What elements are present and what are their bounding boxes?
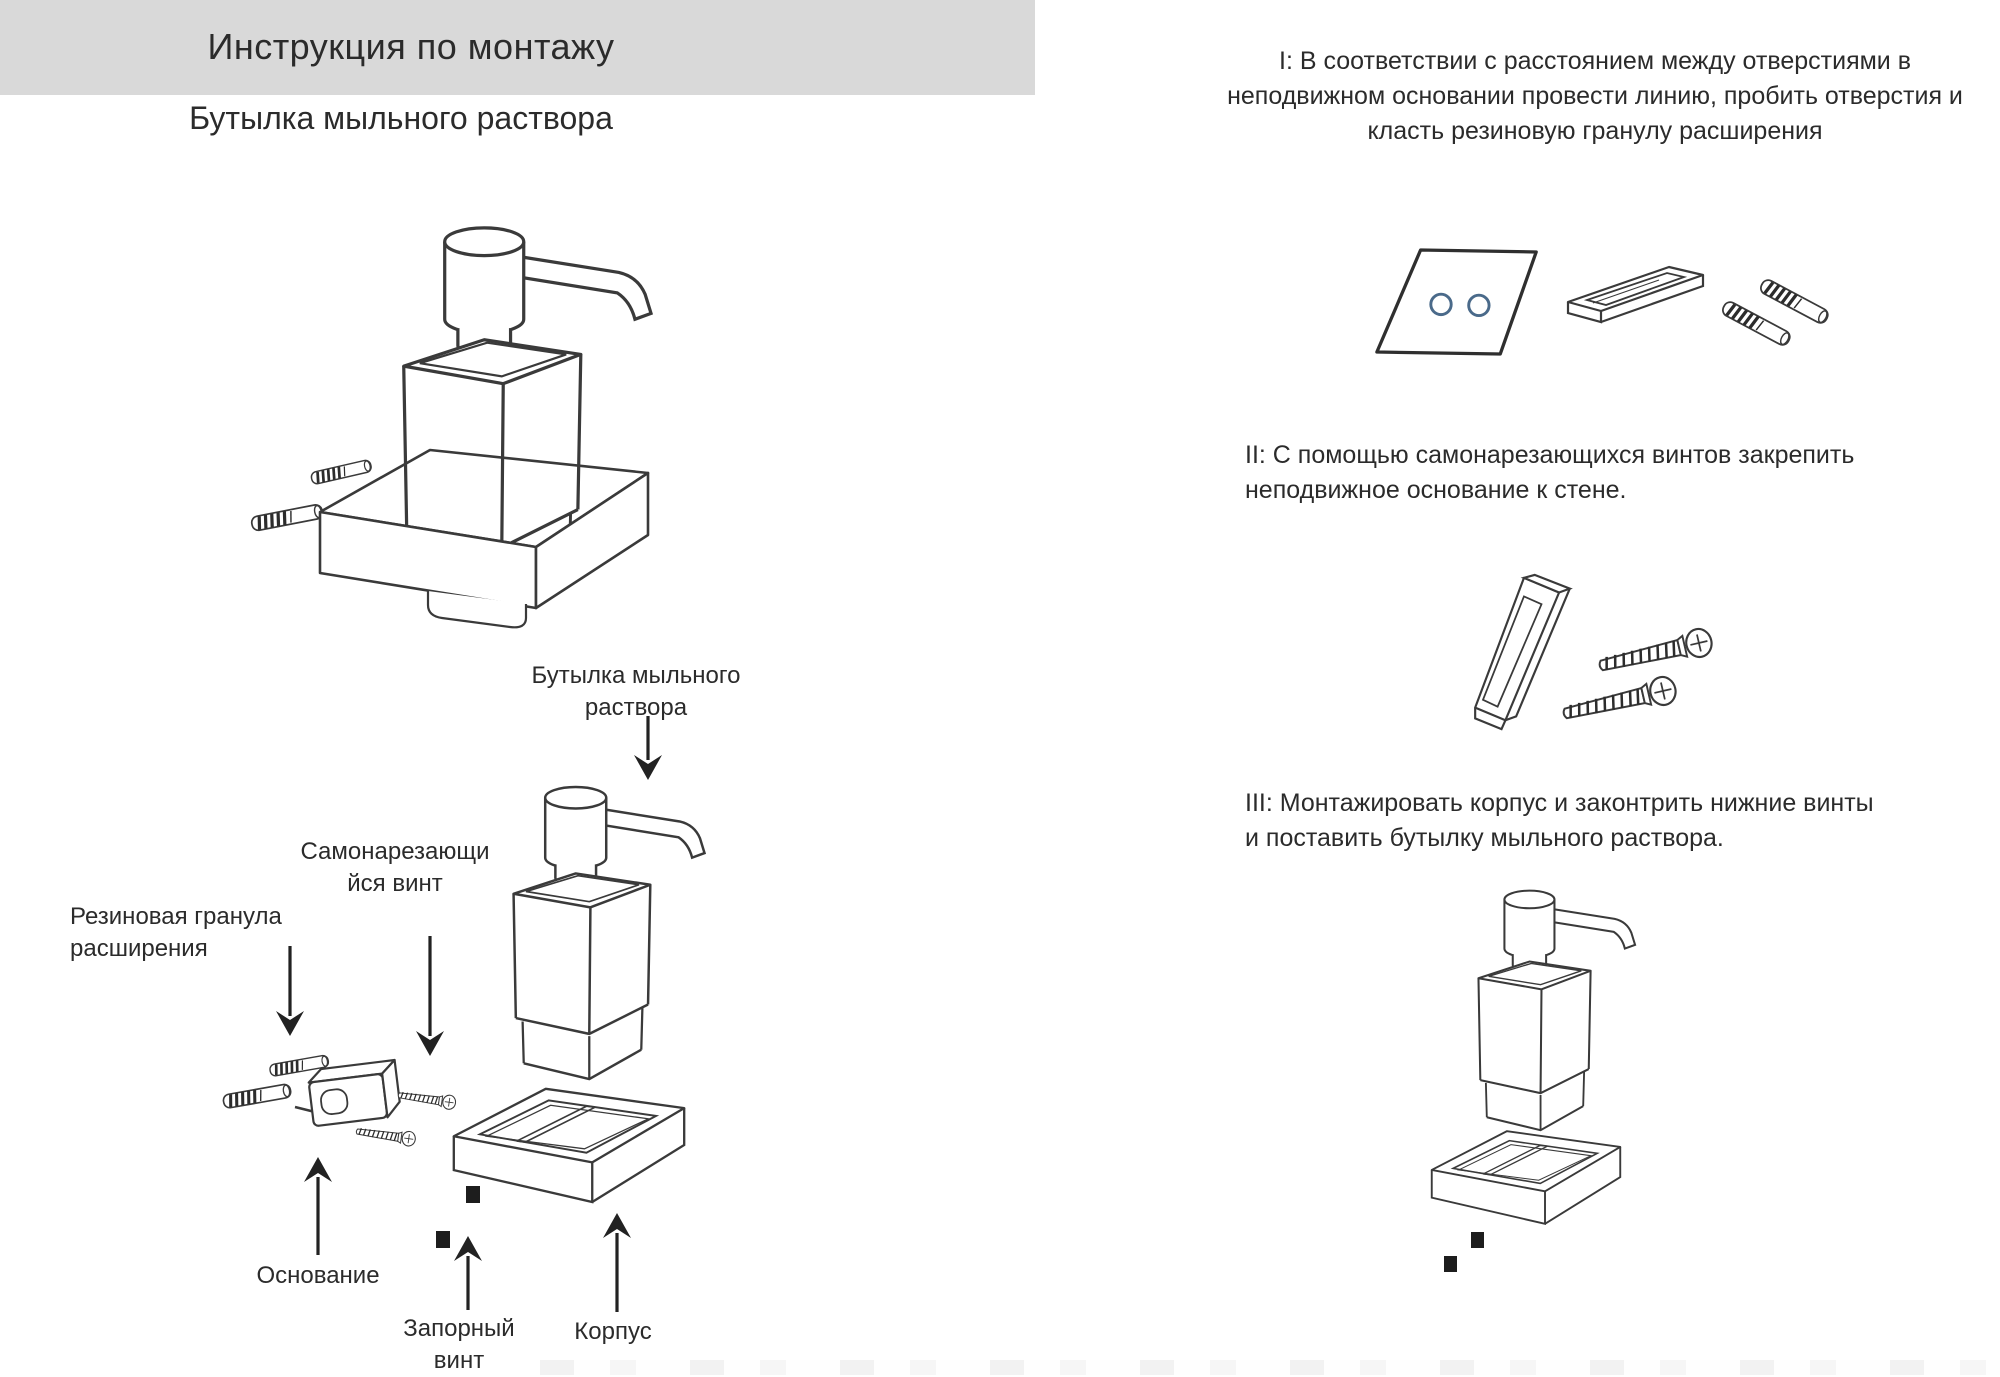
arrow-down-icon [276, 946, 304, 1036]
page-title: Инструкция по монтажу [207, 26, 615, 67]
holder-body-drawing [452, 1087, 686, 1204]
holder-body-drawing [1430, 1130, 1622, 1225]
upright-base-drawing [1474, 573, 1571, 731]
label-soap-bottle: Бутылка мыльного раствора [531, 662, 741, 721]
label-base: Основание [256, 1262, 380, 1289]
step3-text: III: Монтажировать корпус и законтрить н… [1245, 789, 1874, 852]
lock-screw-icon [1444, 1256, 1457, 1272]
lock-screw-icon [1471, 1232, 1484, 1248]
exploded-hardware-drawing [220, 1053, 686, 1248]
arrow-up-icon [304, 1157, 332, 1255]
wall-anchor-icon [1718, 298, 1794, 349]
assembled-dispenser-drawing [249, 226, 653, 629]
lock-screw-icon [436, 1231, 450, 1248]
label-rubber-plug: Резиновая гранула расширения [70, 903, 282, 962]
label-self-tapping-screw: Самонарезающи йся винт [300, 838, 490, 897]
step2-parts-drawing [1474, 573, 1716, 731]
step1-parts-drawing [1375, 248, 1832, 356]
screw-icon [354, 1123, 417, 1148]
arrow-down-icon [634, 716, 662, 780]
arrow-up-icon [603, 1213, 631, 1312]
label-lock-screw: Запорный винт [403, 1315, 515, 1374]
lock-screw-icon [466, 1186, 480, 1203]
screw-icon [1559, 673, 1680, 729]
wall-anchor-icon [1756, 276, 1832, 327]
arrow-up-icon [454, 1236, 482, 1310]
wall-holder-front [318, 471, 650, 629]
step2-text: II: С помощью самонарезающихся винтов за… [1245, 441, 1855, 504]
label-body: Корпус [574, 1318, 652, 1345]
screw-icon [1595, 625, 1716, 681]
drilling-plate-drawing [1375, 248, 1538, 356]
step1-text: I: В соответствии с расстоянием между от… [1227, 47, 1963, 145]
wall-anchor-icon [220, 1082, 294, 1111]
screw-icon [396, 1087, 458, 1111]
base-block-drawing [307, 1058, 401, 1127]
scan-noise-band [540, 1360, 2000, 1375]
product-subtitle: Бутылка мыльного раствора [189, 100, 613, 136]
step3-parts-drawing [1430, 889, 1637, 1272]
soap-bottle-drawing [1477, 889, 1637, 1132]
header-bar [0, 0, 1035, 95]
wall-anchor-icon [249, 502, 326, 534]
wall-anchor-icon [308, 457, 374, 487]
arrow-down-icon [416, 936, 444, 1056]
flat-base-drawing [1566, 265, 1705, 324]
